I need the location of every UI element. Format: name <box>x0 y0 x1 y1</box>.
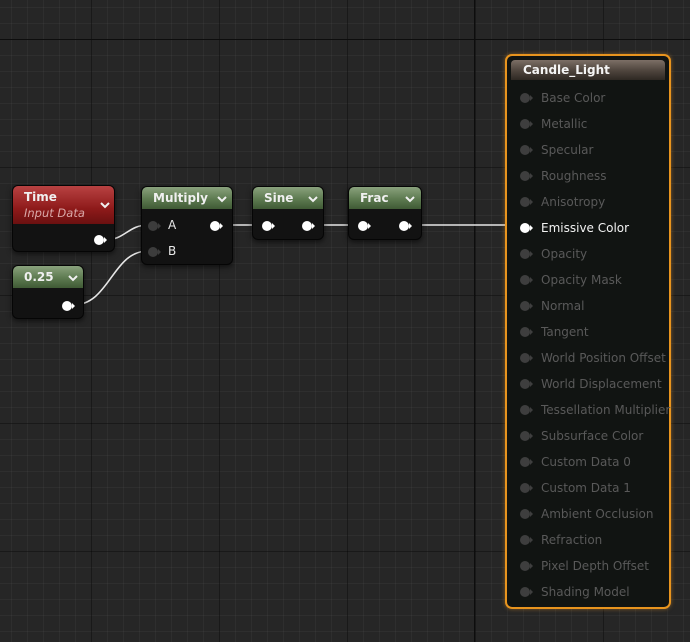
material-result-title[interactable]: Candle_Light <box>511 60 665 80</box>
time-node-subtitle: Input Data <box>24 206 85 220</box>
input-pin-icon[interactable] <box>519 456 533 468</box>
chevron-down-icon[interactable] <box>67 273 79 283</box>
material-pin-label: Ambient Occlusion <box>541 507 654 521</box>
output-pin-icon[interactable] <box>93 234 107 246</box>
material-pin-label: Custom Data 1 <box>541 481 631 495</box>
output-pin-icon[interactable] <box>209 220 223 232</box>
sine-node-title: Sine <box>264 191 294 205</box>
time-node[interactable]: Time Input Data <box>12 185 115 252</box>
multiply-node-title: Multiply <box>153 191 208 205</box>
output-pin-icon[interactable] <box>61 300 75 312</box>
input-pin-icon[interactable] <box>519 430 533 442</box>
input-pin-icon[interactable] <box>519 300 533 312</box>
material-pin-label: Subsurface Color <box>541 429 644 443</box>
grid-line <box>474 0 475 642</box>
chevron-down-icon[interactable] <box>99 200 111 210</box>
input-pin-icon[interactable] <box>519 118 533 130</box>
material-pin-label: Emissive Color <box>541 221 630 235</box>
input-label-b: B <box>168 244 177 258</box>
input-label-a: A <box>168 218 177 232</box>
wire-constant-to-b <box>72 250 149 306</box>
material-pin-label: Pixel Depth Offset <box>541 559 649 573</box>
frac-node-title: Frac <box>360 191 389 205</box>
input-pin-icon[interactable] <box>519 378 533 390</box>
material-pin-label: Opacity Mask <box>541 273 622 287</box>
material-pin-label: Base Color <box>541 91 606 105</box>
input-pin-icon[interactable] <box>519 352 533 364</box>
time-node-header[interactable]: Time Input Data <box>13 186 114 224</box>
material-pin-label: World Position Offset <box>541 351 666 365</box>
material-pin-label: Tangent <box>541 325 589 339</box>
material-pin-label: Custom Data 0 <box>541 455 631 469</box>
output-pin-icon[interactable] <box>398 220 412 232</box>
grid-line <box>0 39 690 40</box>
input-pin-icon[interactable] <box>519 144 533 156</box>
material-pin-label: Refraction <box>541 533 603 547</box>
input-pin-icon[interactable] <box>261 220 275 232</box>
input-pin-icon[interactable] <box>519 404 533 416</box>
input-pin-icon[interactable] <box>519 170 533 182</box>
input-pin-a-icon[interactable] <box>147 220 161 232</box>
material-pin-label: Metallic <box>541 117 588 131</box>
input-pin-icon[interactable] <box>357 220 371 232</box>
input-pin-icon[interactable] <box>519 274 533 286</box>
sine-node-header[interactable]: Sine <box>253 187 323 209</box>
constant-node-header[interactable]: 0.25 <box>13 266 83 288</box>
frac-node[interactable]: Frac <box>348 186 422 240</box>
material-pin-label: Roughness <box>541 169 607 183</box>
frac-node-header[interactable]: Frac <box>349 187 421 209</box>
material-pin-label: Shading Model <box>541 585 630 599</box>
input-pin-icon[interactable] <box>519 508 533 520</box>
material-pin-label: Anisotropy <box>541 195 606 209</box>
input-pin-icon[interactable] <box>519 248 533 260</box>
output-pin-icon[interactable] <box>301 220 315 232</box>
constant-node[interactable]: 0.25 <box>12 265 84 319</box>
input-pin-icon[interactable] <box>519 326 533 338</box>
chevron-down-icon[interactable] <box>307 194 319 204</box>
input-pin-icon[interactable] <box>519 534 533 546</box>
multiply-node-header[interactable]: Multiply <box>142 187 232 209</box>
input-pin-icon[interactable] <box>519 586 533 598</box>
input-pin-icon[interactable] <box>519 196 533 208</box>
material-pin-label: Opacity <box>541 247 588 261</box>
sine-node[interactable]: Sine <box>252 186 324 240</box>
chevron-down-icon[interactable] <box>216 194 228 204</box>
material-pin-label: Normal <box>541 299 585 313</box>
constant-node-title: 0.25 <box>24 270 54 284</box>
multiply-node[interactable]: Multiply A B <box>141 186 233 265</box>
input-pin-icon[interactable] <box>519 560 533 572</box>
input-pin-icon[interactable] <box>519 92 533 104</box>
material-pin-label: Tessellation Multiplier <box>541 403 671 417</box>
connected-pin-icon[interactable] <box>519 222 533 234</box>
material-pin-label: World Displacement <box>541 377 662 391</box>
time-node-title: Time <box>24 190 57 204</box>
input-pin-icon[interactable] <box>519 482 533 494</box>
material-pin-label: Specular <box>541 143 594 157</box>
input-pin-b-icon[interactable] <box>147 246 161 258</box>
chevron-down-icon[interactable] <box>404 194 416 204</box>
